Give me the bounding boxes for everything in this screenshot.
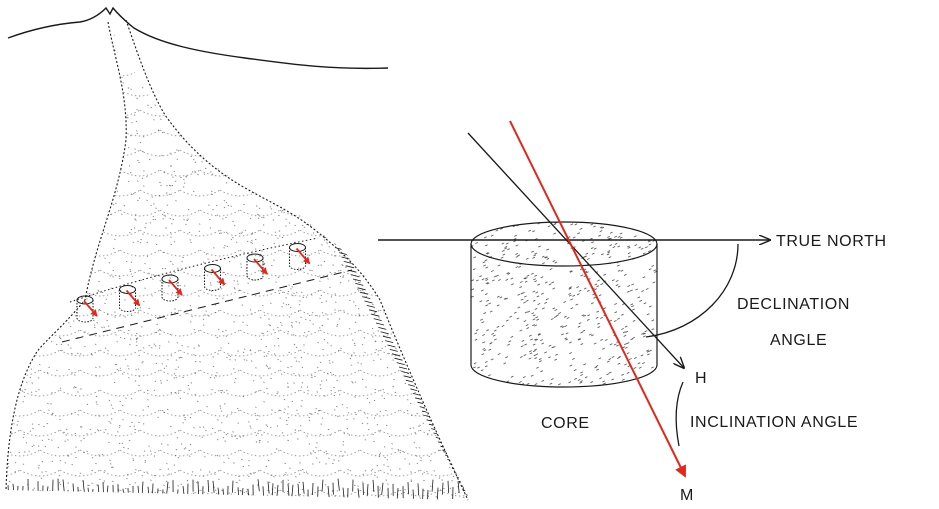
horizontal-component-arrow (468, 133, 684, 368)
mountain-ridge-line (8, 8, 388, 68)
true-north-label: TRUE NORTH (776, 233, 887, 250)
core-label: CORE (541, 415, 590, 432)
magnetization-vector-arrow (510, 121, 685, 476)
inclination-angle-arc (676, 382, 683, 446)
outcrop-core-sample (77, 296, 97, 322)
outcrop-core-sample (205, 265, 225, 291)
m-label: M (680, 487, 694, 504)
core-texture (471, 221, 663, 390)
outcrop-core-sample (247, 254, 267, 280)
flow-scallop-lobes (0, 70, 520, 496)
declination-label-line2: ANGLE (770, 332, 827, 349)
lava-flow-outline (6, 20, 468, 500)
inclination-label: INCLINATION ANGLE (690, 414, 858, 431)
outcrop-core-sample (162, 275, 182, 301)
outcrop-cores (77, 244, 310, 323)
core-bottom-edge (471, 365, 657, 387)
flow-edge-hachures (8, 235, 474, 502)
core-dash-stipple (471, 221, 663, 390)
flow-dot-stipple (0, 20, 471, 501)
declination-angle-arc (646, 244, 738, 337)
outcrop-core-sample (120, 286, 140, 312)
sampling-band-upper-edge (70, 238, 318, 302)
declination-label-line1: DECLINATION (737, 296, 850, 313)
outcrop-core-sample (290, 244, 310, 270)
h-label: H (695, 370, 707, 387)
core-cylinder (471, 221, 663, 390)
